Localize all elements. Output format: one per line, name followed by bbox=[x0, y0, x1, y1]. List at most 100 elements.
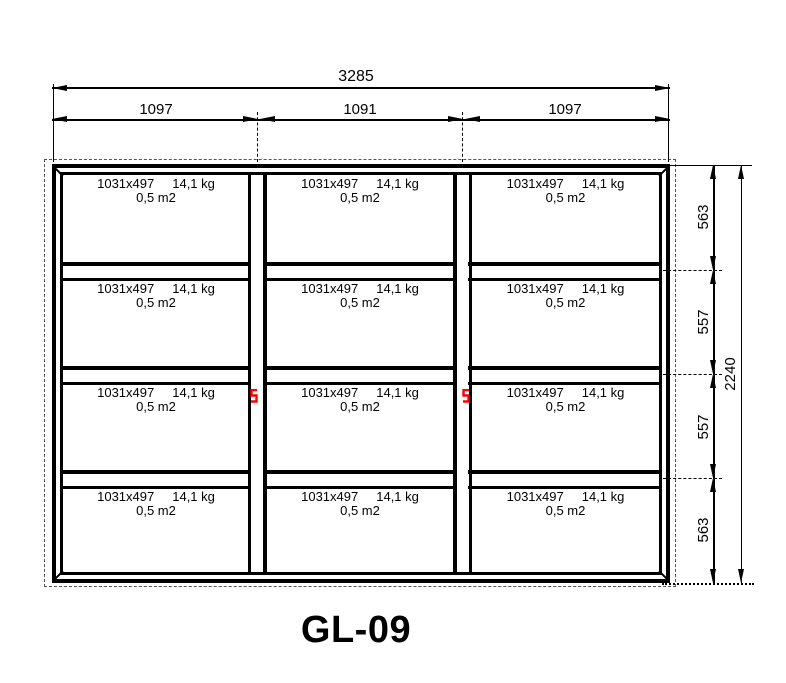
panel-weight-label: 14,1 kg bbox=[581, 281, 625, 296]
dim-label-top-segment: 1097 bbox=[139, 101, 173, 118]
panel-area-label: 0,5 m2 bbox=[136, 399, 176, 414]
panel-area-label: 0,5 m2 bbox=[340, 295, 380, 310]
transom-line bbox=[62, 262, 251, 266]
panel-cell: 1031x497 14,1 kg 0,5 m2 bbox=[472, 490, 659, 524]
panel-size-label: 1031x497 bbox=[506, 489, 564, 504]
mullion-line bbox=[263, 172, 267, 575]
panel-cell: 1031x497 14,1 kg 0,5 m2 bbox=[267, 386, 453, 420]
panel-weight-label: 14,1 kg bbox=[376, 385, 419, 400]
panel-size-label: 1031x497 bbox=[97, 281, 155, 296]
transom-line bbox=[263, 277, 457, 281]
dimension-line-right-overall bbox=[740, 165, 743, 583]
panel-size-label: 1031x497 bbox=[506, 176, 564, 191]
arrowhead-up-icon bbox=[710, 478, 716, 492]
panel-area-label: 0,5 m2 bbox=[545, 295, 586, 310]
arrowhead-down-icon bbox=[737, 569, 744, 583]
panel-weight-label: 14,1 kg bbox=[172, 281, 215, 296]
transom-line bbox=[62, 277, 251, 281]
transom-line bbox=[468, 470, 662, 474]
red-marker-icon bbox=[250, 389, 258, 403]
extension-line bbox=[462, 112, 463, 162]
extension-line bbox=[664, 164, 752, 166]
extension-line bbox=[663, 269, 722, 271]
arrowhead-left-icon bbox=[52, 84, 67, 91]
arrowhead-right-icon bbox=[655, 116, 670, 122]
panel-area-label: 0,5 m2 bbox=[545, 190, 586, 205]
dim-label-top-segment: 1097 bbox=[548, 101, 582, 118]
transom-line bbox=[468, 366, 662, 370]
panel-weight-label: 14,1 kg bbox=[581, 489, 625, 504]
arrowhead-up-icon bbox=[710, 374, 716, 388]
transom-line bbox=[62, 366, 251, 370]
arrowhead-right-icon bbox=[242, 116, 258, 122]
panel-weight-label: 14,1 kg bbox=[172, 176, 215, 191]
panel-area-label: 0,5 m2 bbox=[136, 503, 176, 518]
panel-cell: 1031x497 14,1 kg 0,5 m2 bbox=[64, 282, 248, 316]
arrowhead-up-icon bbox=[710, 165, 716, 179]
panel-size-label: 1031x497 bbox=[301, 489, 359, 504]
dim-label-right-segment: 557 bbox=[694, 414, 712, 440]
dimension-line-top-overall bbox=[52, 87, 670, 89]
arrowhead-left-icon bbox=[260, 116, 275, 122]
extension-line bbox=[52, 84, 54, 162]
panel-size-label: 1031x497 bbox=[97, 385, 155, 400]
panel-cell: 1031x497 14,1 kg 0,5 m2 bbox=[64, 386, 248, 420]
extension-line bbox=[663, 373, 722, 375]
arrowhead-up-icon bbox=[710, 270, 716, 284]
panel-cell: 1031x497 14,1 kg 0,5 m2 bbox=[267, 177, 453, 211]
panel-size-label: 1031x497 bbox=[301, 176, 359, 191]
transom-line bbox=[263, 381, 457, 385]
transom-line bbox=[468, 485, 662, 489]
panel-area-label: 0,5 m2 bbox=[136, 295, 176, 310]
panel-size-label: 1031x497 bbox=[301, 385, 359, 400]
panel-weight-label: 14,1 kg bbox=[376, 489, 419, 504]
dim-label-right-segment: 563 bbox=[694, 204, 712, 230]
drawing-title: GL-09 bbox=[300, 609, 412, 651]
panel-area-label: 0,5 m2 bbox=[340, 190, 380, 205]
dimension-line-top-segments bbox=[52, 118, 670, 121]
panel-size-label: 1031x497 bbox=[97, 176, 155, 191]
extension-line bbox=[662, 583, 754, 585]
panel-size-label: 1031x497 bbox=[301, 281, 359, 296]
extension-line bbox=[663, 477, 722, 479]
inner-frame bbox=[60, 172, 662, 575]
panel-weight-label: 14,1 kg bbox=[172, 489, 215, 504]
transom-line bbox=[263, 470, 457, 474]
dim-label-right-segment: 563 bbox=[694, 517, 712, 543]
panel-area-label: 0,5 m2 bbox=[136, 190, 176, 205]
panel-size-label: 1031x497 bbox=[506, 385, 564, 400]
transom-line bbox=[263, 485, 457, 489]
arrowhead-right-icon bbox=[447, 116, 463, 122]
arrowhead-right-icon bbox=[655, 84, 670, 91]
mullion-line bbox=[468, 172, 472, 575]
mullion-line bbox=[247, 172, 251, 575]
panel-weight-label: 14,1 kg bbox=[581, 176, 625, 191]
transom-line bbox=[62, 470, 251, 474]
panel-area-label: 0,5 m2 bbox=[545, 503, 586, 518]
extension-line bbox=[257, 112, 258, 162]
dim-label-top-segment: 1091 bbox=[343, 101, 377, 118]
arrowhead-down-icon bbox=[710, 256, 716, 270]
panel-area-label: 0,5 m2 bbox=[340, 399, 380, 414]
panel-area-label: 0,5 m2 bbox=[545, 399, 586, 414]
panel-cell: 1031x497 14,1 kg 0,5 m2 bbox=[472, 177, 659, 211]
panel-weight-label: 14,1 kg bbox=[172, 385, 215, 400]
transom-line bbox=[468, 381, 662, 385]
arrowhead-down-icon bbox=[710, 360, 716, 374]
panel-weight-label: 14,1 kg bbox=[376, 281, 419, 296]
transom-line bbox=[62, 485, 251, 489]
transom-line bbox=[263, 366, 457, 370]
panel-weight-label: 14,1 kg bbox=[376, 176, 419, 191]
opening-dashed-outline bbox=[44, 159, 676, 587]
transom-line bbox=[263, 262, 457, 266]
dim-label-right-segment: 557 bbox=[694, 309, 712, 335]
mullion-line bbox=[453, 172, 457, 575]
dim-label-right-overall: 2240 bbox=[721, 357, 739, 391]
red-marker-icon bbox=[462, 389, 470, 403]
extension-line bbox=[668, 84, 669, 162]
arrowhead-left-icon bbox=[465, 116, 480, 122]
transom-line bbox=[62, 381, 251, 385]
